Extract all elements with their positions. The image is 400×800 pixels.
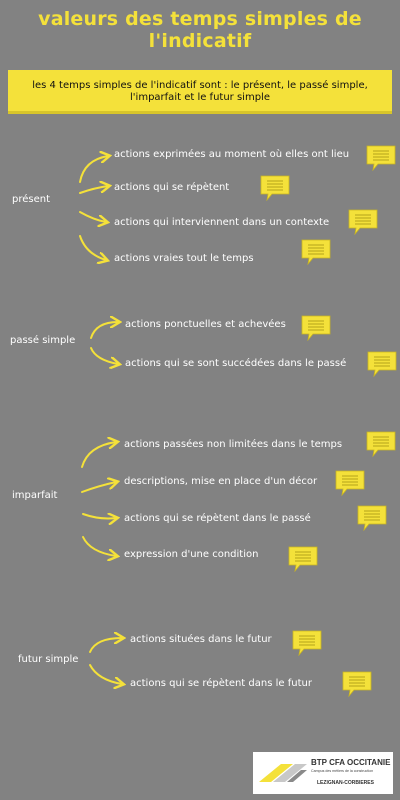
title-line-1: valeurs des temps simples de: [38, 8, 362, 30]
label-present: présent: [12, 194, 51, 205]
arrow-present-1: [79, 156, 108, 183]
title-line-2: l'indicatif: [148, 30, 252, 52]
speech-bubble-icon: [367, 351, 397, 377]
logo-stripes-icon: [259, 764, 307, 782]
speech-bubble-icon: [357, 505, 387, 531]
speech-bubble-icon: [348, 209, 378, 235]
speech-bubble-icon: [366, 431, 396, 457]
speech-bubble-icon: [335, 470, 365, 496]
page-title: valeurs des temps simples de l'indicatif: [0, 8, 400, 52]
speech-bubble-icon: [292, 630, 322, 656]
arrow-futur-2: [89, 664, 122, 684]
intro-banner: les 4 temps simples de l'indicatif sont …: [8, 70, 392, 114]
imparfait-item-4: expression d'une condition: [124, 549, 259, 560]
speech-bubble-icon: [342, 671, 372, 697]
passe-item-2: actions qui se sont succédées dans le pa…: [125, 358, 347, 369]
banner-line-1: les 4 temps simples de l'indicatif sont …: [32, 80, 368, 91]
arrow-passe-1: [90, 322, 118, 339]
speech-bubble-icon: [288, 546, 318, 572]
logo-subtitle: Campus des métiers de la construction: [311, 769, 374, 773]
label-futur-simple: futur simple: [18, 654, 79, 665]
imparfait-item-3: actions qui se répètent dans le passé: [124, 513, 311, 524]
present-item-2: actions qui se répètent: [114, 182, 230, 193]
banner-line-2: l'imparfait et le futur simple: [130, 92, 270, 103]
logo-location: LEZIGNAN-CORBIERES: [317, 780, 374, 786]
imparfait-item-2: descriptions, mise en place d'un décor: [124, 476, 318, 487]
passe-item-1: actions ponctuelles et achevées: [125, 319, 286, 330]
arrow-imparfait-1: [81, 442, 116, 468]
label-imparfait: imparfait: [12, 490, 58, 501]
arrow-imparfait-4: [82, 536, 116, 556]
arrow-present-3: [79, 211, 106, 222]
present-item-1: actions exprimées au moment où elles ont…: [114, 149, 350, 160]
logo-title: BTP CFA OCCITANIE: [311, 758, 391, 767]
imparfait-item-1: actions passées non limitées dans le tem…: [124, 439, 343, 450]
arrow-present-2: [79, 186, 108, 194]
label-passe-simple: passé simple: [10, 335, 76, 346]
futur-item-1: actions situées dans le futur: [130, 634, 272, 645]
speech-bubble-icon: [260, 175, 290, 201]
arrow-imparfait-2: [81, 482, 116, 493]
present-item-3: actions qui interviennent dans un contex…: [114, 217, 330, 228]
arrow-imparfait-3: [82, 514, 116, 519]
btp-cfa-logo: BTP CFA OCCITANIE Campus des métiers de …: [253, 752, 393, 794]
arrow-futur-1: [89, 638, 122, 653]
speech-bubble-icon: [301, 239, 331, 265]
arrow-present-4: [79, 235, 106, 260]
present-item-4: actions vraies tout le temps: [114, 253, 254, 264]
speech-bubble-icon: [301, 315, 331, 341]
futur-item-2: actions qui se répètent dans le futur: [130, 678, 312, 689]
speech-bubble-icon: [366, 145, 396, 171]
arrow-passe-2: [90, 347, 118, 364]
